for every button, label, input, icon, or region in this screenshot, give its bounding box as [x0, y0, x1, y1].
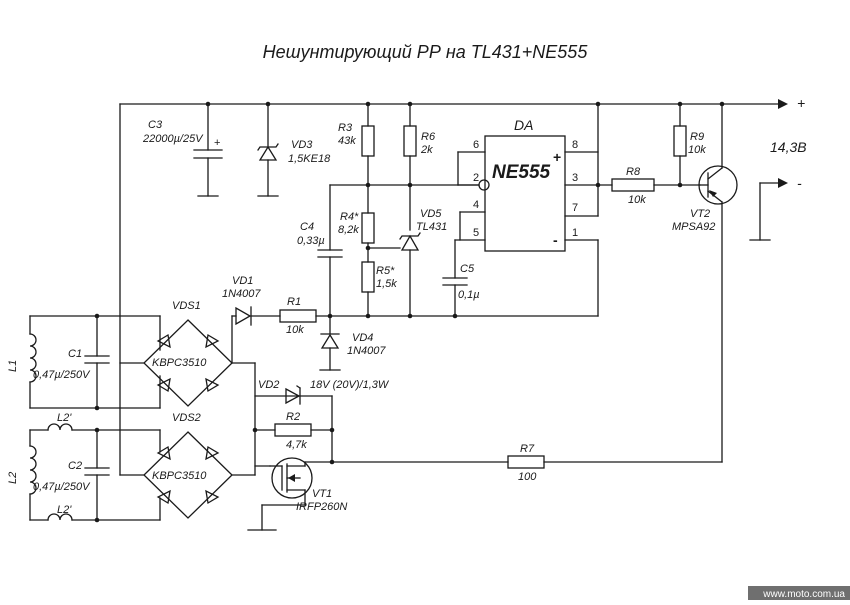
bridge-vds2 [119, 431, 233, 519]
footer-bar [748, 586, 850, 600]
stator-winding-l2 [29, 423, 161, 521]
vds1-ref: VDS1 [172, 300, 201, 312]
c4-value: 0,33µ [297, 235, 325, 247]
chip-plus: + [553, 149, 561, 165]
stator-winding-l1 [29, 315, 161, 409]
vds2-value: KBPC3510 [152, 470, 207, 482]
c1-value: 0,47µ/250V [33, 369, 91, 381]
svg-text:+: + [214, 137, 220, 149]
footer-url: www.moto.com.ua [762, 589, 845, 600]
c5-ref: C5 [460, 263, 475, 275]
capacitor-c4 [317, 184, 343, 317]
r5-ref: R5* [376, 265, 395, 277]
l1-ref: L1 [7, 360, 19, 372]
l2-ref: L2 [7, 472, 19, 484]
r2-value: 4,7k [286, 439, 307, 451]
c4-ref: C4 [300, 221, 314, 233]
vds2-ref: VDS2 [172, 412, 201, 424]
l2-upper-ref: L2' [57, 412, 72, 424]
pin-6: 6 [473, 139, 479, 151]
r5-value: 1,5k [376, 278, 397, 290]
r6-value: 2k [420, 144, 433, 156]
r3-ref: R3 [338, 122, 353, 134]
bridge-vds1 [119, 319, 233, 407]
vt2-value: MPSA92 [672, 221, 715, 233]
output-voltage-label: 14,3В [770, 139, 807, 155]
pin-5: 5 [473, 227, 479, 239]
pin-4: 4 [473, 199, 479, 211]
rectifier-bus [231, 306, 599, 363]
transistor-vt2 [698, 103, 738, 463]
r4-ref: R4* [340, 211, 359, 223]
vd2-value: 18V (20V)/1,3W [310, 379, 390, 391]
bridge-return-bus [231, 362, 333, 476]
r6-ref: R6 [421, 131, 436, 143]
r7-ref: R7 [520, 443, 535, 455]
zener-vd2 [285, 385, 301, 405]
vd1-ref: VD1 [232, 275, 253, 287]
r9-value: 10k [688, 144, 706, 156]
vt2-ref: VT2 [690, 208, 710, 220]
r3-value: 43k [338, 135, 356, 147]
l2-lower-ref: L2' [57, 504, 72, 516]
chip-designator: DA [514, 117, 533, 133]
divider-chain [329, 103, 411, 317]
capacitor-c3: + [193, 103, 223, 197]
r8-ref: R8 [626, 166, 641, 178]
vd5-value: TL431 [416, 221, 447, 233]
c2-ref: C2 [68, 460, 82, 472]
c3-value: 22000µ/25V [142, 133, 204, 145]
negative-output [749, 178, 788, 241]
output-minus-label: - [797, 175, 802, 191]
resistor-r2 [274, 423, 312, 437]
c1-ref: C1 [68, 348, 82, 360]
pin-1: 1 [572, 227, 578, 239]
vd3-ref: VD3 [291, 139, 313, 151]
vt1-ref: VT1 [312, 488, 332, 500]
pin-2: 2 [473, 172, 479, 184]
vd2-ref: VD2 [258, 379, 279, 391]
r9-ref: R9 [690, 131, 704, 143]
resistor-r8 [611, 178, 701, 192]
schematic-title: Нешунтирующий РР на TL431+NE555 [263, 42, 589, 62]
shunt-regulator-vd5 [399, 232, 421, 317]
c2-value: 0,47µ/250V [33, 481, 91, 493]
capacitor-c5 [442, 239, 468, 317]
diode-vd4 [319, 315, 341, 371]
r1-ref: R1 [287, 296, 301, 308]
resistor-r7 [331, 455, 723, 469]
vd4-ref: VD4 [352, 332, 373, 344]
vt1-value: IRFP260N [296, 501, 347, 513]
positive-rail [119, 99, 788, 476]
r1-value: 10k [286, 324, 304, 336]
vd3-value: 1,5KE18 [288, 153, 331, 165]
ne555-chip [454, 103, 613, 317]
vd5-ref: VD5 [420, 208, 442, 220]
r7-value: 100 [518, 471, 537, 483]
mosfet-vt1 [247, 457, 333, 531]
pin-8: 8 [572, 139, 578, 151]
suppressor-vd3 [257, 103, 279, 197]
c3-ref: C3 [148, 119, 163, 131]
pin-3: 3 [572, 172, 578, 184]
r8-value: 10k [628, 194, 646, 206]
r4-value: 8,2k [338, 224, 359, 236]
chip-label: NE555 [492, 162, 551, 183]
chip-minus: - [553, 232, 558, 248]
vd4-value: 1N4007 [347, 345, 386, 357]
resistor-r9 [673, 103, 687, 186]
pin-7: 7 [572, 202, 578, 214]
vds1-value: KBPC3510 [152, 357, 207, 369]
r2-ref: R2 [286, 411, 300, 423]
output-plus-label: + [797, 95, 805, 111]
vd1-value: 1N4007 [222, 288, 261, 300]
c5-value: 0,1µ [458, 289, 480, 301]
